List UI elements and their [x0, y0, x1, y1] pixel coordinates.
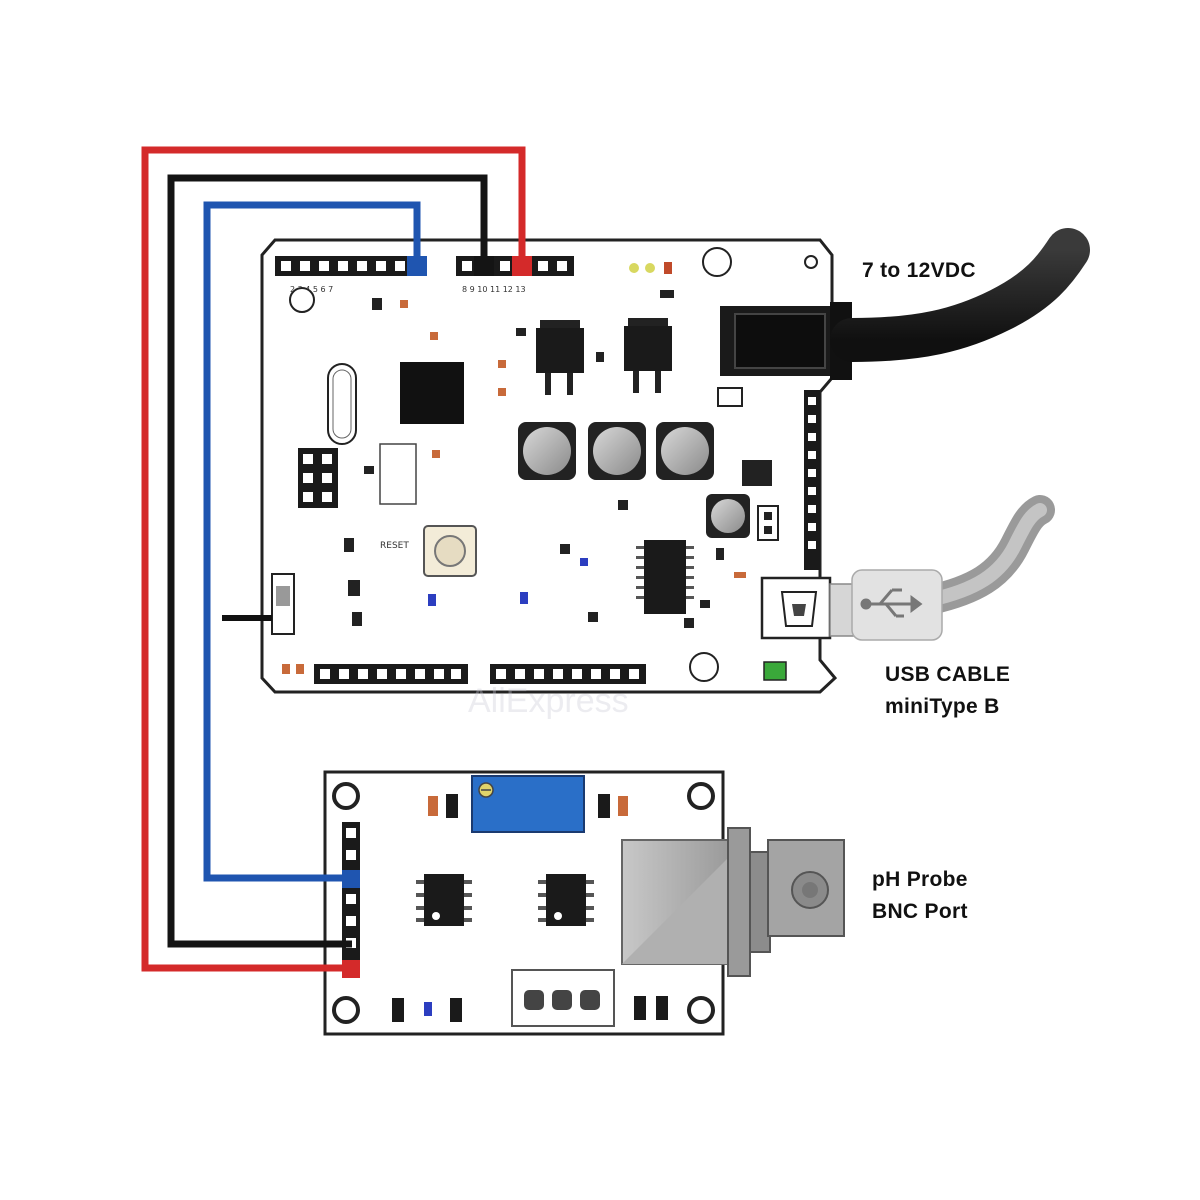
probe-label-line1: pH Probe — [872, 868, 968, 891]
mount-hole — [289, 287, 315, 313]
mini-usb-port — [760, 576, 832, 640]
usb-label-line1: USB CABLE — [885, 663, 1011, 686]
voltage-regulator — [624, 318, 672, 393]
power-label: 7 to 12VDC — [862, 259, 976, 282]
reset-label: RESET — [380, 541, 409, 551]
power-header-bottom — [314, 664, 468, 684]
power-led — [763, 661, 787, 681]
right-header — [804, 390, 820, 570]
icsp-header — [298, 448, 338, 508]
probe-connector — [511, 969, 615, 1027]
trim-potentiometer — [471, 775, 585, 833]
svg-text:2 3 4 5 6 7: 2 3 4 5 6 7 — [290, 285, 333, 294]
capacitor — [588, 422, 646, 480]
usb-plug — [829, 569, 943, 641]
bnc-port — [621, 827, 845, 977]
reset-button — [423, 525, 477, 577]
module-pin-header — [342, 822, 360, 978]
vcc-wire — [141, 146, 526, 972]
crystal — [327, 363, 357, 445]
mount-hole — [332, 782, 360, 810]
watermark: AliExpress — [468, 682, 629, 720]
mount-hole — [687, 782, 715, 810]
usb-symbol-icon — [860, 588, 923, 618]
mount-hole — [687, 996, 715, 1024]
mount-hole — [332, 996, 360, 1024]
op-amp-chip — [538, 874, 594, 926]
digital-header-left — [275, 256, 427, 276]
capacitor — [656, 422, 714, 480]
mount-hole — [702, 247, 732, 277]
svg-text:8 9 10 11 12 13: 8 9 10 11 12 13 — [462, 285, 526, 294]
usb-serial-chip — [636, 540, 694, 614]
ph-sensor-module — [323, 770, 845, 1036]
microcontroller-chip — [400, 362, 464, 424]
usb-label-line2: miniType B — [885, 695, 1000, 718]
gnd-wire — [167, 174, 488, 948]
svg-text:AliExpress: AliExpress — [468, 682, 629, 720]
analog-header-bottom — [490, 664, 646, 684]
signal-wire — [203, 201, 421, 882]
power-switch — [222, 573, 295, 635]
voltage-regulator — [536, 320, 584, 395]
op-amp-chip — [416, 874, 472, 926]
mount-hole — [689, 652, 719, 682]
capacitor — [518, 422, 576, 480]
power-cable — [830, 228, 1090, 362]
probe-label-line2: BNC Port — [872, 900, 968, 923]
capacitor — [706, 494, 750, 538]
controller-board: 2 3 4 5 6 7 8 9 10 11 12 13 — [222, 228, 1090, 694]
